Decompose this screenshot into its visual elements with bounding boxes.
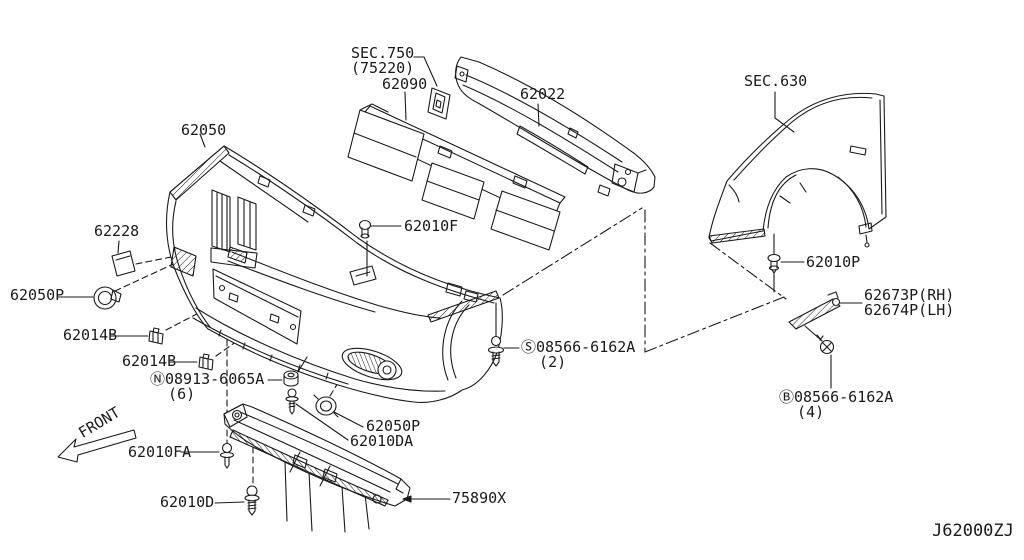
part-label-sec-630[interactable]: SEC.630 xyxy=(744,72,808,90)
part-label-screw-08566-6162a[interactable]: Ⓢ08566-6162A (2) xyxy=(521,338,636,371)
leader-lines xyxy=(58,57,862,503)
part-label-62050[interactable]: 62050 xyxy=(181,121,227,139)
part-label-62010d[interactable]: 62010D xyxy=(160,493,215,511)
screw-62010d-icon xyxy=(245,486,259,515)
part-label-62050p-center[interactable]: 62050P xyxy=(366,417,421,435)
part-label-front: FRONT xyxy=(75,403,124,442)
part-label-62090[interactable]: 62090 xyxy=(382,75,428,93)
nut-08913-icon xyxy=(284,357,307,386)
bolt-62010fa-icon xyxy=(221,444,234,469)
part-label-62010p[interactable]: 62010P xyxy=(806,253,861,271)
front-bumper-fascia-drawing[interactable] xyxy=(167,146,503,402)
clip-62014b-upper-icon xyxy=(149,328,163,344)
screw-b08566-icon xyxy=(817,335,834,354)
part-label-62014b-lower[interactable]: 62014B xyxy=(122,352,177,370)
part-label-62014b-upper[interactable]: 62014B xyxy=(63,326,118,344)
bumper-reinforcement-drawing[interactable] xyxy=(455,57,655,196)
sec750-bracket-drawing[interactable] xyxy=(428,88,450,119)
part-label-bolt-08566-6162a[interactable]: Ⓑ08566-6162A (4) xyxy=(779,388,894,421)
screw-62010da-icon xyxy=(286,389,298,414)
clip-62014b-lower-icon xyxy=(199,354,213,370)
part-label-75890x[interactable]: 75890X xyxy=(452,489,507,507)
cap-62050p-left-icon xyxy=(94,287,121,309)
under-cover-drawing[interactable] xyxy=(224,404,410,532)
part-label-62673p-62674p[interactable]: 62673P(RH) 62674P(LH) xyxy=(864,286,955,319)
fastener-icons[interactable] xyxy=(94,221,834,516)
part-label-sec-750[interactable]: SEC.750 (75220) xyxy=(351,44,415,77)
screw-08566-icon xyxy=(489,337,504,367)
bolt-62010f-icon xyxy=(360,221,371,239)
part-label-62050p-left[interactable]: 62050P xyxy=(10,286,65,304)
front-direction-arrow xyxy=(58,430,136,462)
grommet-62050p-center-icon xyxy=(314,395,338,417)
part-label-62228[interactable]: 62228 xyxy=(94,222,140,240)
part-label-62010da[interactable]: 62010DA xyxy=(350,432,414,450)
front-fender-drawing[interactable] xyxy=(709,93,886,247)
part-label-62010fa[interactable]: 62010FA xyxy=(128,443,192,461)
part-label-62022[interactable]: 62022 xyxy=(520,85,566,103)
part-label-62010f[interactable]: 62010F xyxy=(404,217,459,235)
part-label-nut-08913-6065a[interactable]: Ⓝ08913-6065A (6) xyxy=(150,370,265,403)
energy-absorber-drawing[interactable] xyxy=(348,104,565,250)
part-label-sheet-code: J62000ZJ xyxy=(932,521,1014,541)
side-bracket-drawing[interactable] xyxy=(789,292,840,340)
